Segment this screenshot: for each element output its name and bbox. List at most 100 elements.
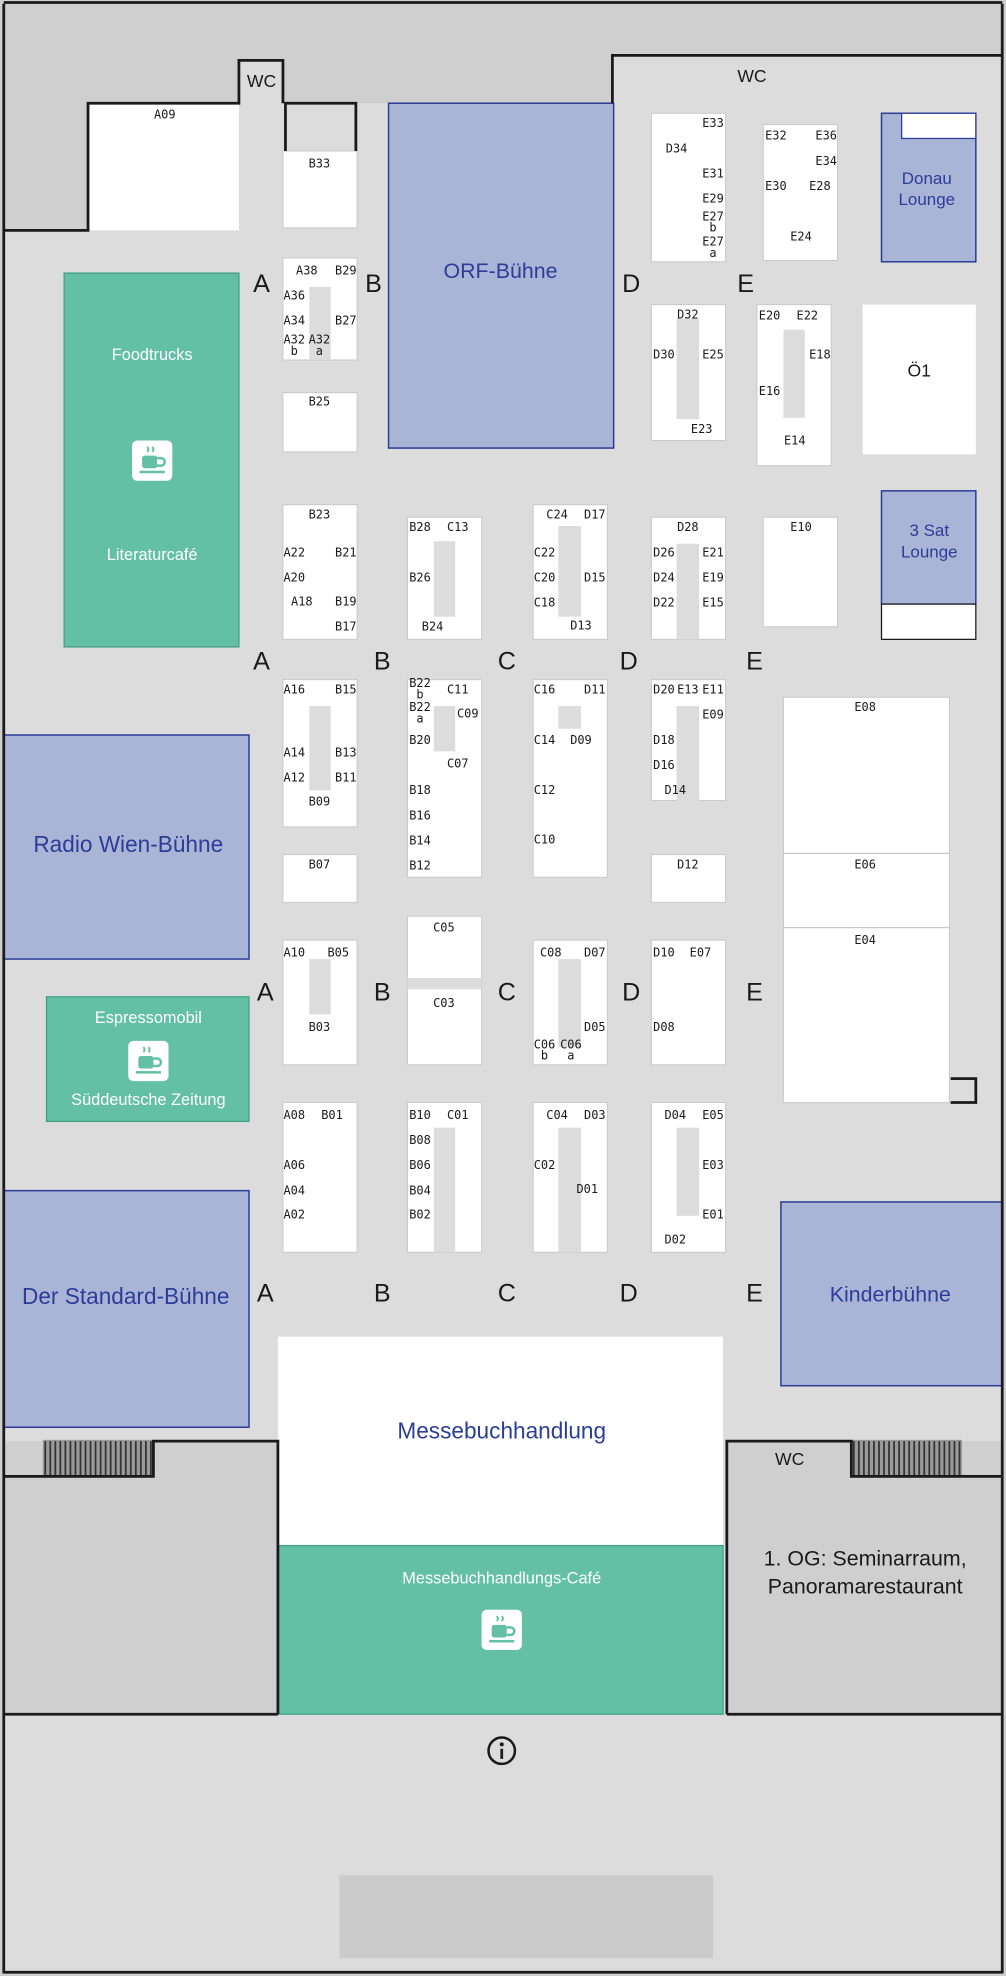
booth-label: A12 [283, 771, 305, 785]
booth-label: E09 [702, 708, 724, 722]
foodtrucks-label: Foodtrucks [112, 346, 193, 364]
booth-label: A09 [154, 107, 176, 121]
aisle-letter: E [737, 270, 754, 298]
coffee-cup-icon [128, 1040, 169, 1082]
booth-label: E16 [759, 384, 781, 398]
booth-label: B23 [309, 508, 331, 522]
booth-label: D11 [584, 682, 606, 696]
booth-label: C20 [534, 570, 556, 584]
booth-label: B15 [335, 682, 357, 696]
orf-buehne-label: ORF-Bühne [443, 259, 557, 283]
booth-label: E32 [765, 129, 787, 143]
booth-label: A18 [291, 594, 313, 608]
booth-label: B27 [335, 314, 357, 328]
booth-label: B10 [409, 1108, 431, 1122]
3sat-lounge [880, 490, 977, 605]
booth-label: E11 [702, 682, 724, 696]
booth-label: D34 [666, 141, 688, 155]
booth-label: E24 [790, 229, 812, 243]
literaturcafe-label: Literaturcafé [107, 546, 198, 564]
booth-label: C03 [433, 996, 455, 1010]
booth-label: B01 [321, 1108, 343, 1122]
booth-block [282, 392, 358, 453]
booth-label: D14 [665, 783, 687, 797]
booth-label: E29 [702, 192, 724, 206]
booth-label: D20 [653, 682, 675, 696]
booth-label: E28 [809, 179, 831, 193]
booth-label: B11 [335, 771, 357, 785]
hall-floor [3, 55, 1003, 1715]
booth-label: E07 [690, 946, 712, 960]
stairs-left [42, 1439, 154, 1478]
booth-block [282, 504, 358, 640]
aisle-letter: E [746, 979, 763, 1007]
booth-label: B03 [309, 1020, 331, 1034]
aisle-letter: B [374, 648, 391, 676]
booth-label: A20 [283, 570, 305, 584]
aisle-letter: D [620, 648, 638, 676]
booth-block [650, 854, 727, 903]
booth-label: B19 [335, 594, 357, 608]
booth-label: E10 [790, 520, 812, 534]
booth-label: E13 [677, 682, 699, 696]
booth-label: C01 [447, 1108, 469, 1122]
booth-label: B16 [409, 808, 431, 822]
booth-label: B20 [409, 733, 431, 747]
sueddeutsche-label: Süddeutsche Zeitung [71, 1091, 225, 1109]
aisle-letter: D [622, 270, 640, 298]
aisle-letter: C [498, 648, 516, 676]
booth-label: A38 [296, 263, 318, 277]
booth-label: D10 [653, 946, 675, 960]
booth-label: A16 [283, 682, 305, 696]
booth-label: E21 [702, 545, 724, 559]
booth-label: A10 [283, 946, 305, 960]
booth-label: B17 [335, 620, 357, 634]
espressomobil-label: Espressomobil [95, 1009, 202, 1027]
booth-label: E08 [854, 700, 876, 714]
kinderbuehne-label: Kinderbühne [830, 1282, 951, 1306]
booth-label: D15 [584, 570, 606, 584]
aisle-letter: A [253, 648, 270, 676]
coffee-cup-icon [132, 440, 173, 481]
donau-lounge-label-2: Lounge [898, 190, 955, 209]
upper-floor-label-1: 1. OG: Seminarraum, [764, 1547, 967, 1571]
booth-label: E34 [815, 154, 837, 168]
booth-label: B24 [422, 620, 444, 634]
entrance-mat [339, 1875, 714, 1959]
stairs-right [851, 1439, 962, 1478]
standard-buehne-label: Der Standard-Bühne [22, 1284, 229, 1309]
booth-label: C14 [534, 733, 556, 747]
booth-block [282, 854, 358, 903]
3sat-label-1: 3 Sat [909, 521, 949, 540]
booth-label: B05 [327, 946, 349, 960]
booth-block [782, 696, 950, 1104]
booth-label: E36 [815, 129, 837, 143]
info-icon[interactable] [487, 1736, 517, 1766]
booth-label: B21 [335, 545, 357, 559]
booth-A09 [89, 104, 239, 231]
booth-block [650, 112, 727, 263]
booth-label: B08 [409, 1133, 431, 1147]
booth-block [762, 516, 838, 628]
booth-label: D02 [665, 1232, 687, 1246]
booth-label: E15 [702, 596, 724, 610]
kinderbuehne [780, 1201, 1003, 1387]
booth-label: E04 [854, 933, 876, 947]
wc-label-top: WC [737, 66, 767, 86]
aisle-letter: A [257, 1279, 274, 1307]
aisle-letter: C [498, 1279, 516, 1307]
donau-lounge-niche [900, 112, 977, 140]
booth-OE1 [862, 304, 976, 455]
booth-label: D17 [584, 508, 606, 522]
booth-label: C18 [534, 596, 556, 610]
booth-label: E31 [702, 166, 724, 180]
booth-label: E01 [702, 1207, 724, 1221]
